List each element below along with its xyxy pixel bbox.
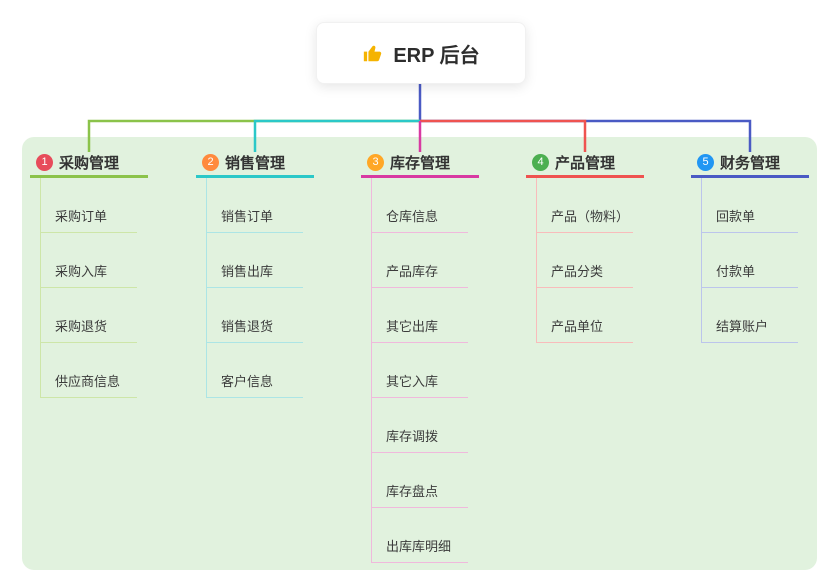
node-label: 销售订单: [221, 209, 274, 224]
tree-node[interactable]: 库存盘点: [372, 453, 468, 508]
root-node[interactable]: ERP 后台: [316, 22, 526, 84]
branch-inventory-children: 仓库信息 产品库存 其它出库 其它入库 库存调拨 库存盘点 出库库明细: [371, 178, 468, 563]
node-label: 采购订单: [55, 209, 108, 224]
tree-node[interactable]: 销售出库: [207, 233, 303, 288]
tree-node[interactable]: 产品分类: [537, 233, 633, 288]
root-label: ERP 后台: [393, 44, 480, 67]
branch-number-badge: 2: [202, 154, 219, 171]
node-label: 仓库信息: [386, 209, 439, 224]
tree-node[interactable]: 回款单: [702, 178, 798, 233]
node-label: 产品单位: [551, 319, 604, 334]
branch-finance: 5 财务管理 回款单 付款单 结算账户: [691, 150, 809, 343]
node-label: 其它入库: [386, 374, 439, 389]
node-label: 供应商信息: [55, 374, 121, 389]
node-label: 结算账户: [716, 319, 769, 334]
thumbs-up-icon: [362, 42, 384, 64]
node-label: 库存盘点: [386, 484, 439, 499]
tree-node[interactable]: 出库库明细: [372, 508, 468, 563]
tree-node[interactable]: 采购退货: [41, 288, 137, 343]
branch-finance-children: 回款单 付款单 结算账户: [701, 178, 798, 343]
tree-node[interactable]: 仓库信息: [372, 178, 468, 233]
tree-node[interactable]: 产品单位: [537, 288, 633, 343]
branch-sales: 2 销售管理 销售订单 销售出库 销售退货 客户信息: [196, 150, 314, 398]
branch-number-badge: 5: [697, 154, 714, 171]
tree-node[interactable]: 采购入库: [41, 233, 137, 288]
branch-inventory: 3 库存管理 仓库信息 产品库存 其它出库 其它入库 库存调拨 库存盘点 出库库…: [361, 150, 479, 563]
node-label: 出库库明细: [386, 539, 452, 554]
branch-product-heading[interactable]: 4 产品管理: [526, 150, 644, 178]
tree-node[interactable]: 产品库存: [372, 233, 468, 288]
branch-sales-heading[interactable]: 2 销售管理: [196, 150, 314, 178]
tree-node[interactable]: 其它出库: [372, 288, 468, 343]
branch-purchase-heading[interactable]: 1 采购管理: [30, 150, 148, 178]
node-label: 回款单: [716, 209, 756, 224]
node-label: 产品（物料）: [551, 209, 630, 224]
node-label: 客户信息: [221, 374, 274, 389]
node-label: 采购退货: [55, 319, 108, 334]
branch-number-badge: 1: [36, 154, 53, 171]
branch-title: 销售管理: [225, 155, 286, 172]
tree-node[interactable]: 产品（物料）: [537, 178, 633, 233]
branch-product-children: 产品（物料） 产品分类 产品单位: [536, 178, 633, 343]
branch-number-badge: 4: [532, 154, 549, 171]
branch-title: 财务管理: [720, 155, 781, 172]
node-label: 付款单: [716, 264, 756, 279]
branch-purchase: 1 采购管理 采购订单 采购入库 采购退货 供应商信息: [30, 150, 148, 398]
node-label: 其它出库: [386, 319, 439, 334]
tree-node[interactable]: 采购订单: [41, 178, 137, 233]
branch-purchase-children: 采购订单 采购入库 采购退货 供应商信息: [40, 178, 137, 398]
tree-node[interactable]: 其它入库: [372, 343, 468, 398]
branch-inventory-heading[interactable]: 3 库存管理: [361, 150, 479, 178]
tree-node[interactable]: 销售订单: [207, 178, 303, 233]
node-label: 库存调拨: [386, 429, 439, 444]
branch-product: 4 产品管理 产品（物料） 产品分类 产品单位: [526, 150, 644, 343]
branch-title: 产品管理: [555, 155, 616, 172]
tree-node[interactable]: 付款单: [702, 233, 798, 288]
node-label: 产品分类: [551, 264, 604, 279]
branch-title: 库存管理: [390, 155, 451, 172]
tree-node[interactable]: 库存调拨: [372, 398, 468, 453]
canvas-panel: [22, 137, 817, 570]
branch-finance-heading[interactable]: 5 财务管理: [691, 150, 809, 178]
branch-sales-children: 销售订单 销售出库 销售退货 客户信息: [206, 178, 303, 398]
tree-node[interactable]: 客户信息: [207, 343, 303, 398]
node-label: 销售出库: [221, 264, 274, 279]
node-label: 产品库存: [386, 264, 439, 279]
tree-node[interactable]: 供应商信息: [41, 343, 137, 398]
branch-title: 采购管理: [59, 155, 120, 172]
tree-node[interactable]: 销售退货: [207, 288, 303, 343]
branch-number-badge: 3: [367, 154, 384, 171]
tree-node[interactable]: 结算账户: [702, 288, 798, 343]
node-label: 销售退货: [221, 319, 274, 334]
node-label: 采购入库: [55, 264, 108, 279]
